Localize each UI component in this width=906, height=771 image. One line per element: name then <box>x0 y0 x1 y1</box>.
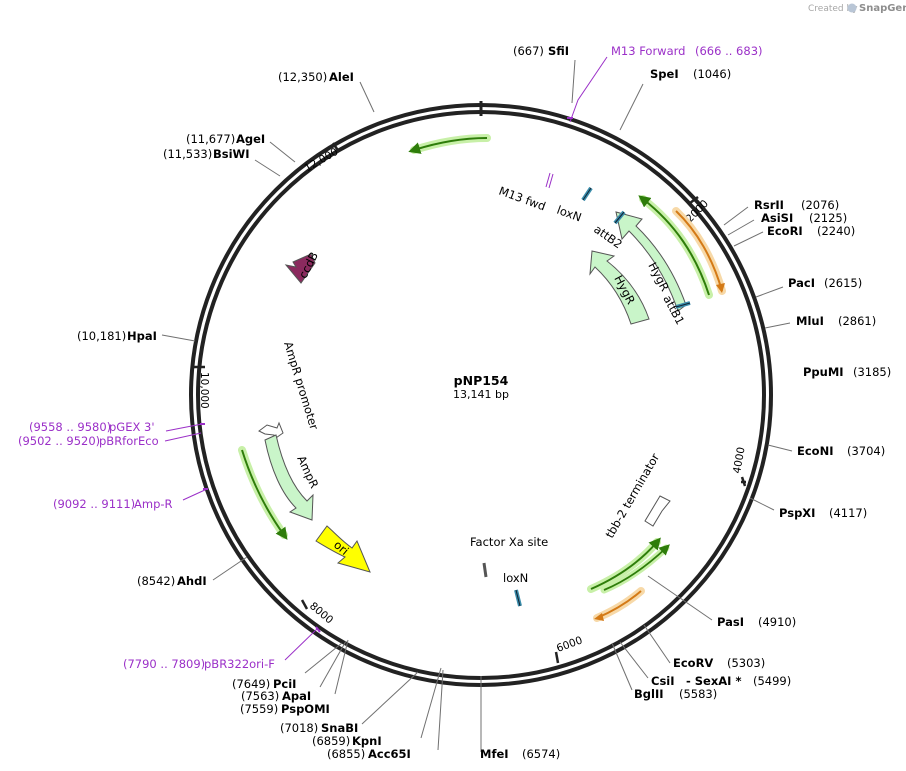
created-by-text: Created by <box>808 4 858 14</box>
enzyme-rsrii-pos: (2076) <box>801 198 839 212</box>
primer-pbrforeco-range: (9502 .. 9520) <box>18 434 100 448</box>
enzyme-agei-name: AgeI <box>236 132 265 146</box>
plasmid-length: 13,141 bp <box>453 388 509 401</box>
loxn-top-label: loxN <box>555 203 584 225</box>
enzyme-kpni-pos: (6859) <box>312 734 350 748</box>
enzyme-paci-name: PacI <box>788 276 815 290</box>
tick-label-10000: 10,000 <box>198 372 210 409</box>
enzyme-paci-pos: (2615) <box>824 276 862 290</box>
ampr-promoter-feature <box>258 421 284 442</box>
enzyme-bsiwi-name: BsiWI <box>213 147 250 161</box>
enzyme-csii-name: CsiI <box>651 674 675 688</box>
ampr-feature <box>264 434 314 521</box>
enzyme-acc65i-name: Acc65I <box>368 747 411 761</box>
enzyme-ecori-name: EcoRI <box>767 224 803 238</box>
enzyme-pcii-name: PciI <box>273 677 296 691</box>
ccdb-feature <box>284 253 316 284</box>
factor-xa-label: Factor Xa site <box>470 535 548 549</box>
enzyme-bglii-name: BglII <box>634 687 664 701</box>
enzyme-mfei-name: MfeI <box>480 747 509 761</box>
enzyme-ppumi-pos: (3185) <box>853 365 891 379</box>
hygr-feature-inner <box>589 250 650 325</box>
enzyme-ecorv-pos: (5303) <box>727 656 765 670</box>
enzyme-alei-name: AleI <box>329 70 354 84</box>
enzyme-spei-pos: (1046) <box>693 67 731 81</box>
enzyme-csii-pos: (5499) <box>753 674 791 688</box>
orf-arrows <box>238 134 726 622</box>
enzyme-mlui-pos: (2861) <box>838 314 876 328</box>
primer-amp-r-name: Amp-R <box>134 497 173 511</box>
primer-pbr322ori-f-range: (7790 .. 7809) <box>123 657 205 671</box>
tbb2-terminator-feature <box>644 495 671 527</box>
enzyme-pasi-pos: (4910) <box>758 615 796 629</box>
enzyme-mlui-name: MluI <box>796 314 824 328</box>
enzyme-econi-name: EcoNI <box>797 444 833 458</box>
primer-marks <box>200 117 573 633</box>
enzyme-asisi-pos: (2125) <box>809 211 847 225</box>
primer-leader-lines <box>164 56 608 661</box>
enzyme-sfii-pos: (667) <box>513 44 544 58</box>
enzyme-pasi-name: PasI <box>717 615 744 629</box>
enzyme-snabi-pos: (7018) <box>280 721 318 735</box>
enzyme-kpni-name: KpnI <box>352 734 382 748</box>
m13-fwd-mark <box>545 172 554 189</box>
enzyme-ppumi-name: PpuMI <box>803 365 844 379</box>
enzyme-pspxi-name: PspXI <box>779 506 815 520</box>
primer-amp-r-range: (9092 .. 9111) <box>53 497 135 511</box>
tick-label-12000: 12,000 <box>303 146 341 175</box>
enzyme-alei-pos: (12,350) <box>278 70 327 84</box>
tbb2-terminator-label: tbb-2 terminator <box>602 451 662 541</box>
enzyme-bglii-pos: (5583) <box>679 687 717 701</box>
enzyme-spei-name: SpeI <box>650 67 679 81</box>
enzyme-acc65i-pos: (6855) <box>327 747 365 761</box>
enzyme-sfii-name: SfiI <box>548 44 569 58</box>
enzyme-ecorv-name: EcoRV <box>673 656 713 670</box>
ampr-promoter-label: AmpR promoter <box>281 340 321 432</box>
enzyme-rsrii-name: RsrII <box>754 198 784 212</box>
tick-label-4000: 4000 <box>731 446 747 474</box>
enzyme-ecori-pos: (2240) <box>817 224 855 238</box>
enzyme-mfei-pos: (6574) <box>522 747 560 761</box>
enzyme-pspomi-name: PspOMI <box>281 702 330 716</box>
hygr-feature-outer <box>615 211 687 312</box>
enzyme-pspomi-pos: (7559) <box>240 702 278 716</box>
primer-pgex-3-range: (9558 .. 9580) <box>29 420 111 434</box>
primer-m13-forward-name: M13 Forward <box>611 44 685 58</box>
enzyme-leader-lines <box>161 59 793 752</box>
enzyme-pspxi-pos: (4117) <box>829 506 867 520</box>
m13-fwd-label: M13 fwd <box>497 184 548 214</box>
enzyme-hpai-pos: (10,181) <box>77 329 126 343</box>
primer-pbr322ori-f-name: pBR322ori-F <box>204 657 275 671</box>
enzyme-snabi-name: SnaBI <box>321 721 358 735</box>
loxn-bottom-label: loxN <box>503 571 528 585</box>
snapgene-logo-icon <box>847 3 857 13</box>
enzyme-sexai-name: - SexAI * <box>686 674 741 688</box>
enzyme-hpai-name: HpaI <box>127 329 157 343</box>
enzyme-econi-pos: (3704) <box>847 444 885 458</box>
primer-m13-forward-range: (666 .. 683) <box>695 44 763 58</box>
enzyme-agei-pos: (11,677) <box>186 132 235 146</box>
enzyme-apai-name: ApaI <box>282 689 311 703</box>
enzyme-bsiwi-pos: (11,533) <box>163 147 212 161</box>
enzyme-ahdi-name: AhdI <box>177 574 207 588</box>
primer-pbrforeco-name: pBRforEco <box>99 434 159 448</box>
primer-pgex-3-name: pGEX 3' <box>109 420 155 434</box>
ampr-label: AmpR <box>294 453 321 490</box>
lox-marks <box>482 186 691 607</box>
enzyme-asisi-name: AsiSI <box>761 211 793 225</box>
ori-feature <box>315 525 371 573</box>
enzyme-pcii-pos: (7649) <box>232 677 270 691</box>
plasmid-name: pNP154 <box>454 373 509 388</box>
tick-label-6000: 6000 <box>555 634 584 654</box>
snapgene-brand: SnapGene <box>859 3 906 14</box>
enzyme-ahdi-pos: (8542) <box>137 574 175 588</box>
ccdb-label: ccdB <box>296 250 321 281</box>
enzyme-apai-pos: (7563) <box>241 689 279 703</box>
